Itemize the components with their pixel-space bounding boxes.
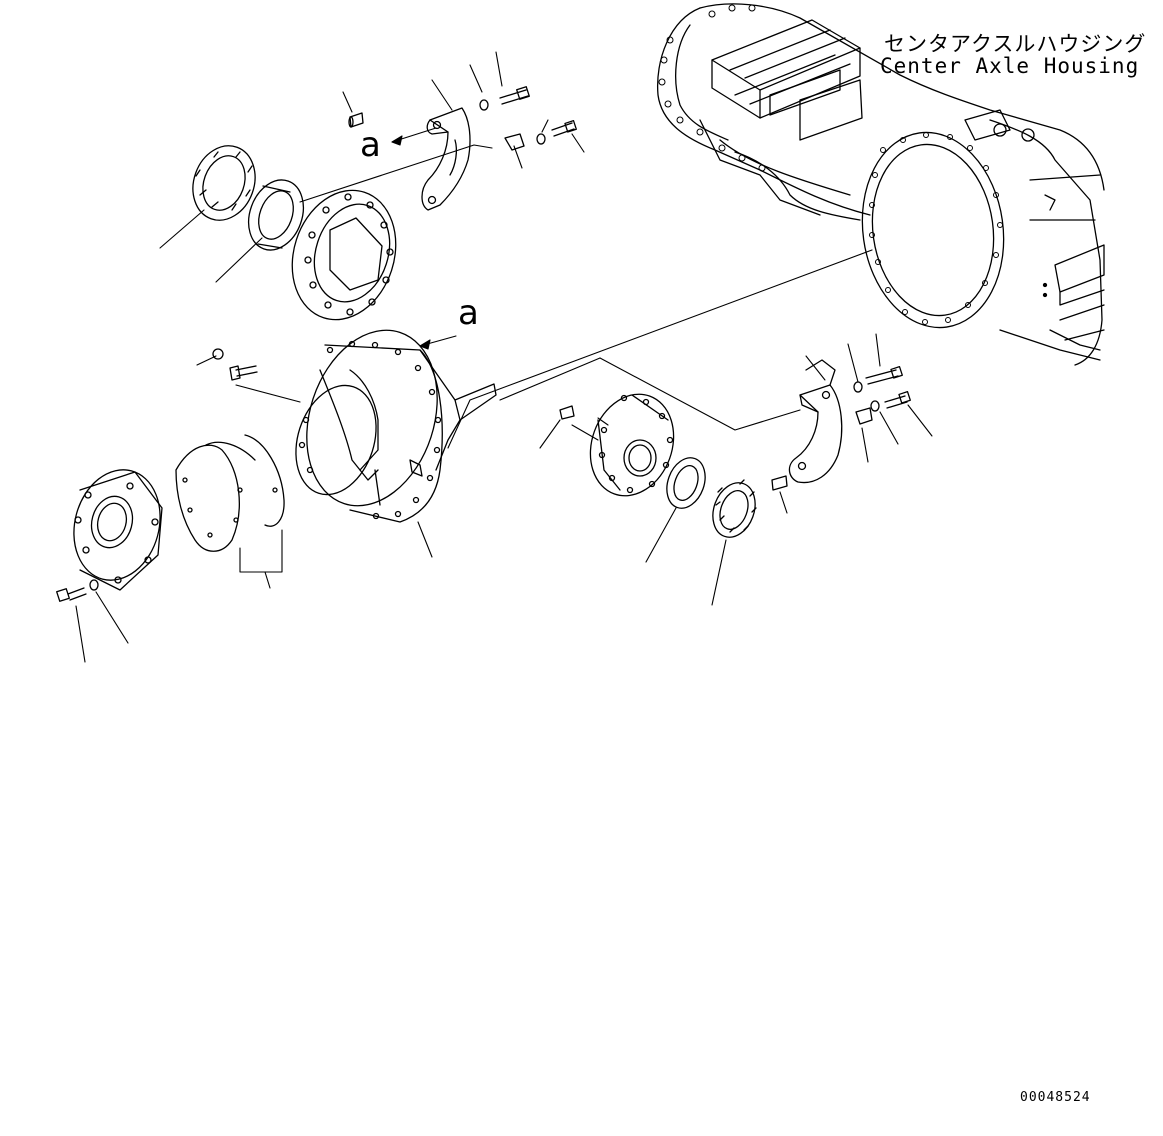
center-axle-housing <box>658 4 1104 365</box>
title-english: Center Axle Housing <box>880 54 1140 78</box>
view-mark-upper: a <box>360 125 381 165</box>
drawing-code: 00048524 <box>1020 1090 1091 1105</box>
right-pin <box>772 476 787 490</box>
housing-arm-holes <box>659 5 765 171</box>
pinion-bolt <box>57 580 98 601</box>
lower-bolt-1 <box>854 367 902 392</box>
upper-bolt-2 <box>537 121 576 144</box>
differential-case <box>577 382 688 507</box>
bearing-cone-right <box>706 477 763 543</box>
upper-bolt-1 <box>480 87 529 110</box>
lower-bolt-2 <box>871 392 910 411</box>
diff-case-bolt <box>560 406 574 419</box>
title-japanese: センタアクスルハウジング <box>884 32 1147 56</box>
lower-bearing-cap <box>789 360 841 483</box>
pinion-cage <box>62 460 172 590</box>
ring-gear <box>276 177 412 333</box>
housing-flange-holes <box>870 133 1003 325</box>
carrier-stud <box>213 349 257 380</box>
differential-carrier <box>283 313 496 523</box>
upper-bearing-cap <box>422 108 470 210</box>
upper-lock-plate <box>505 134 524 150</box>
shim-set <box>176 435 284 551</box>
adjust-nut <box>183 137 265 229</box>
view-mark-lower: a <box>458 293 479 333</box>
bearing-cup-right <box>660 452 712 513</box>
bearing-outer-race <box>239 172 312 257</box>
upper-pin <box>349 113 363 127</box>
leader-lines <box>76 52 932 662</box>
lower-lock-plate <box>856 408 872 424</box>
